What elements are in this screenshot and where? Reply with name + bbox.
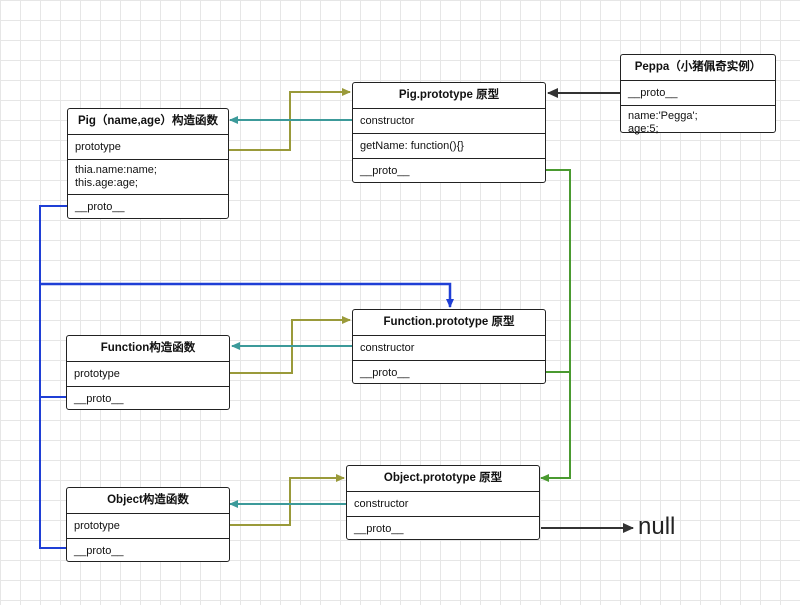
peppa-age-prop: age:5; <box>628 123 659 135</box>
pig-constructor-body-line1: thia.name:name; <box>75 164 157 176</box>
object-prototype-box: Object.prototype 原型 constructor __proto_… <box>346 465 540 540</box>
pig-constructor-body-line2: this.age:age; <box>75 177 138 189</box>
function-prototype-proto-field: __proto__ <box>360 367 410 379</box>
peppa-name-prop: name:'Pegga'; <box>628 110 698 122</box>
null-label: null <box>638 513 676 540</box>
pig-constructor-box: Pig（name,age）构造函数 prototype thia.name:na… <box>67 108 229 219</box>
pig-constructor-proto-field: __proto__ <box>75 201 125 213</box>
object-constructor-box: Object构造函数 prototype __proto__ <box>66 487 230 562</box>
pig-proto-to-object-link <box>540 169 571 482</box>
pig-prototype-title: Pig.prototype 原型 <box>353 83 545 109</box>
function-constructor-prototype-field: prototype <box>67 362 229 387</box>
ctor-proto-bus <box>39 205 68 549</box>
object-prototype-link <box>230 474 345 526</box>
function-prototype-title: Function.prototype 原型 <box>353 310 545 336</box>
pig-prototype-box: Pig.prototype 原型 constructor getName: fu… <box>352 82 546 183</box>
object-constructor-proto-field: __proto__ <box>74 545 124 557</box>
function-constructor-box: Function构造函数 prototype __proto__ <box>66 335 230 410</box>
pig-constructor-prototype-field: prototype <box>68 135 228 160</box>
peppa-props: name:'Pegga'; age:5; <box>621 106 775 140</box>
pig-prototype-constructor-field: constructor <box>353 109 545 134</box>
pig-constructor-body: thia.name:name; this.age:age; <box>68 160 228 195</box>
object-prototype-title: Object.prototype 原型 <box>347 466 539 492</box>
pig-constructor-title: Pig（name,age）构造函数 <box>68 109 228 135</box>
function-constructor-title: Function构造函数 <box>67 336 229 362</box>
function-prototype-constructor-field: constructor <box>353 336 545 361</box>
object-prototype-proto-field: __proto__ <box>354 523 404 535</box>
to-function-prototype-link <box>40 282 454 308</box>
peppa-proto-field: __proto__ <box>621 81 775 106</box>
peppa-title: Peppa（小猪佩奇实例） <box>621 55 775 81</box>
object-prototype-constructor-field: constructor <box>347 492 539 517</box>
peppa-instance-box: Peppa（小猪佩奇实例） __proto__ name:'Pegga'; ag… <box>620 54 776 135</box>
pig-prototype-proto-field: __proto__ <box>360 165 410 177</box>
pig-prototype-method-field: getName: function(){} <box>353 134 545 159</box>
object-constructor-prototype-field: prototype <box>67 514 229 539</box>
function-constructor-proto-field: __proto__ <box>74 393 124 405</box>
function-prototype-box: Function.prototype 原型 constructor __prot… <box>352 309 546 384</box>
object-constructor-title: Object构造函数 <box>67 488 229 514</box>
